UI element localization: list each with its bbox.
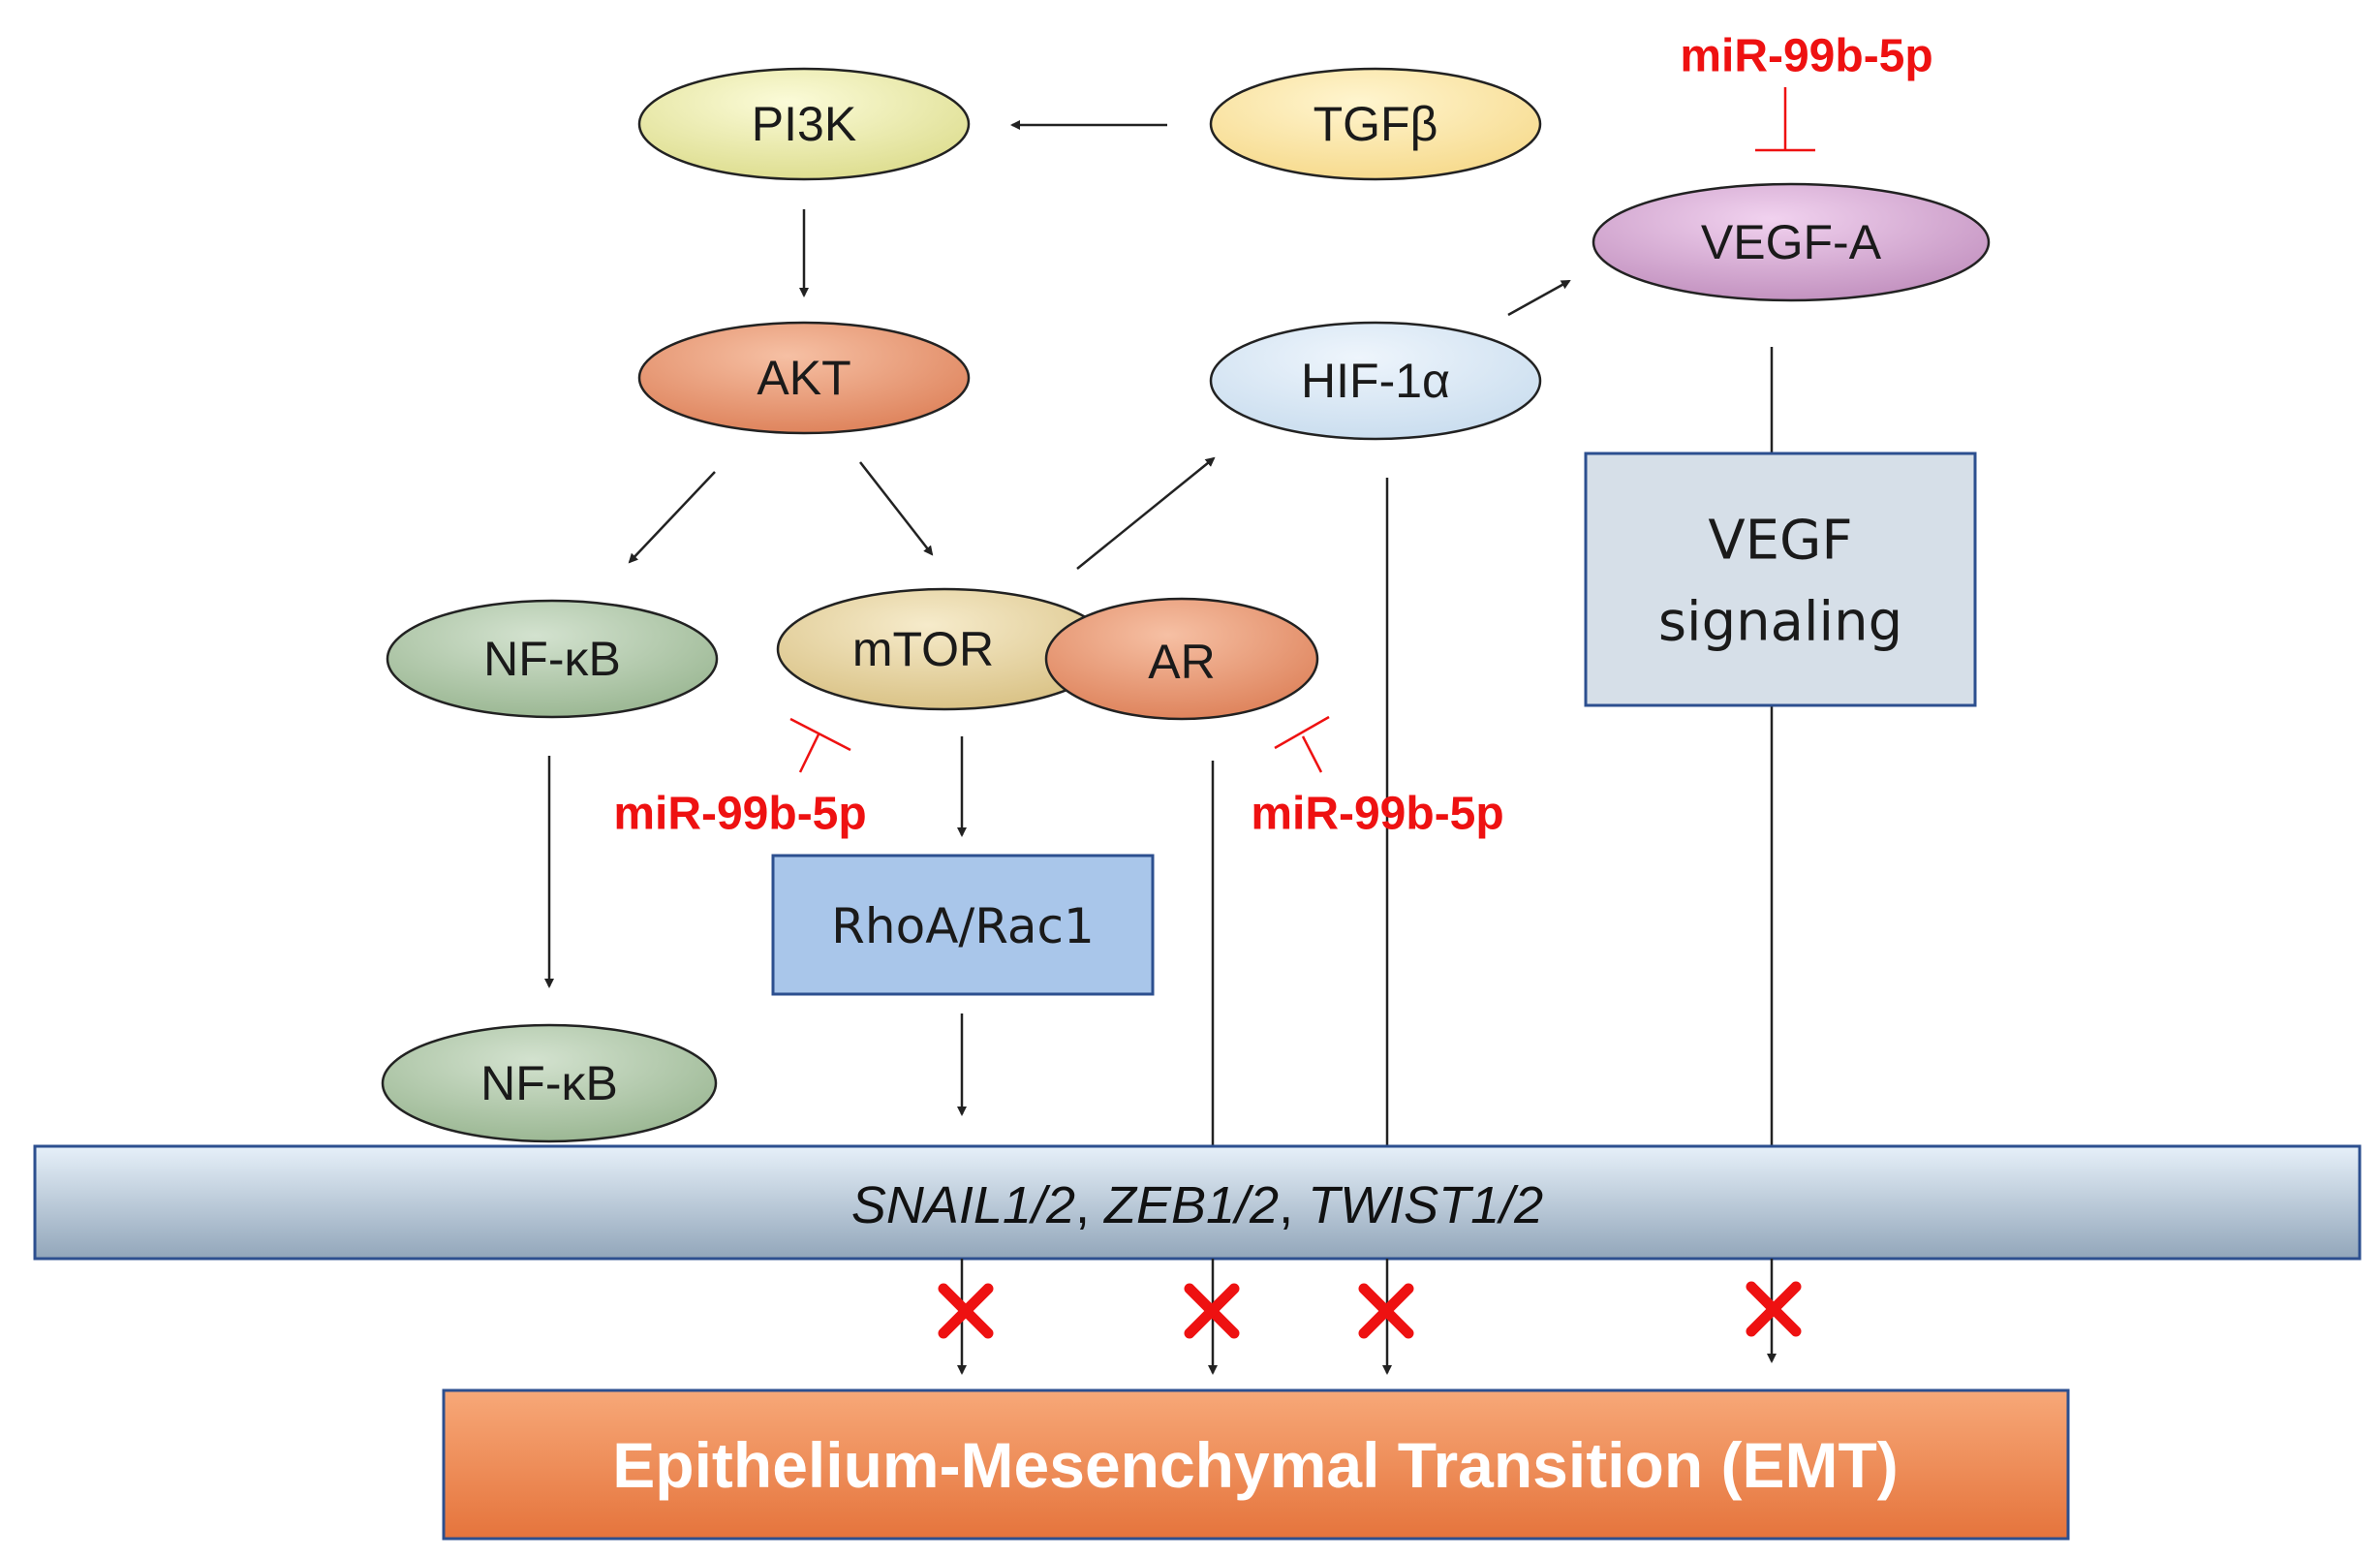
inhibit-stem-left [798, 733, 820, 773]
vegf-signaling-rect [1584, 452, 1977, 707]
block-x-icon [1184, 1283, 1240, 1339]
node-nfkb-top: NF-κB [386, 599, 719, 719]
node-mtor: mTOR [776, 587, 1113, 711]
nfkb-bottom-label: NF-κB [480, 1056, 618, 1110]
vegf-signaling-line2: signaling [1658, 591, 1902, 654]
connectors [544, 120, 1774, 1146]
nfkb-top-ellipse [386, 599, 719, 719]
tgfb-label: TGFβ [1314, 97, 1438, 151]
mirna-label-right: miR-99b-5p [1251, 789, 1503, 840]
arrow-akt-to-mtor [859, 461, 934, 556]
node-hif1a: HIF-1α [1209, 321, 1542, 441]
vegf-signaling-line1: VEGF [1708, 510, 1852, 573]
pi3k-label: PI3K [752, 97, 856, 151]
akt-label: AKT [757, 351, 850, 405]
emt-rect [442, 1388, 2070, 1541]
gene-sep-1: , [1075, 1176, 1104, 1234]
box-vegf-signaling: VEGF signaling [1584, 452, 1977, 707]
rhoa-rect [771, 854, 1155, 996]
vegfa-ellipse [1592, 182, 1991, 302]
rhoa-label: RhoA/Rac1 [831, 898, 1095, 954]
gene-band: SNAIL1/2, ZEB1/2, TWIST1/2 [33, 1144, 2362, 1261]
gene-band-rect [33, 1144, 2362, 1261]
block-x-icons [938, 1281, 1802, 1339]
block-x-icon [1358, 1283, 1414, 1339]
mtor-label: mTOR [852, 622, 994, 676]
box-rhoa: RhoA/Rac1 [771, 854, 1155, 996]
inhibit-bar-left [789, 717, 851, 752]
gene-band-label: SNAIL1/2, ZEB1/2, TWIST1/2 [851, 1176, 1543, 1234]
node-nfkb-bottom: NF-κB [381, 1023, 718, 1143]
gene-snail: SNAIL1/2 [851, 1176, 1075, 1234]
nfkb-bottom-ellipse [381, 1023, 718, 1143]
arrow-mtor-to-hif [1076, 456, 1216, 570]
inhibit-bar-right [1274, 715, 1330, 750]
node-vegfa: VEGF-A [1592, 182, 1991, 302]
mirna-label-left: miR-99b-5p [613, 789, 866, 840]
ar-label: AR [1148, 635, 1215, 689]
akt-ellipse [637, 321, 971, 435]
pi3k-ellipse [637, 67, 971, 181]
arrow-akt-to-nfkb [628, 471, 716, 564]
emt-box: Epithelium-Mesenchymal Transition (EMT) [442, 1388, 2070, 1541]
mirna-label-top: miR-99b-5p [1680, 31, 1932, 82]
inhibition-markers [789, 87, 1815, 773]
node-ar: AR [1044, 597, 1319, 721]
tgfb-ellipse [1209, 67, 1542, 181]
ar-ellipse [1044, 597, 1319, 721]
block-x-icon [1746, 1281, 1802, 1337]
node-pi3k: PI3K [637, 67, 971, 181]
hif1a-ellipse [1209, 321, 1542, 441]
blocked-arrows [957, 1259, 1777, 1375]
vegfa-label: VEGF-A [1701, 215, 1882, 269]
arrow-hif-to-vegfa [1507, 279, 1571, 317]
inhibit-stem-right [1301, 735, 1323, 773]
emt-label: Epithelium-Mesenchymal Transition (EMT) [612, 1429, 1899, 1501]
gene-zeb: ZEB1/2 [1102, 1176, 1279, 1234]
node-tgfb: TGFβ [1209, 67, 1542, 181]
gene-twist: TWIST1/2 [1308, 1176, 1543, 1234]
gene-sep-2: , [1279, 1176, 1308, 1234]
hif1a-label: HIF-1α [1301, 354, 1450, 408]
node-akt: AKT [637, 321, 971, 435]
nfkb-top-label: NF-κB [483, 632, 621, 686]
block-x-icon [938, 1283, 994, 1339]
